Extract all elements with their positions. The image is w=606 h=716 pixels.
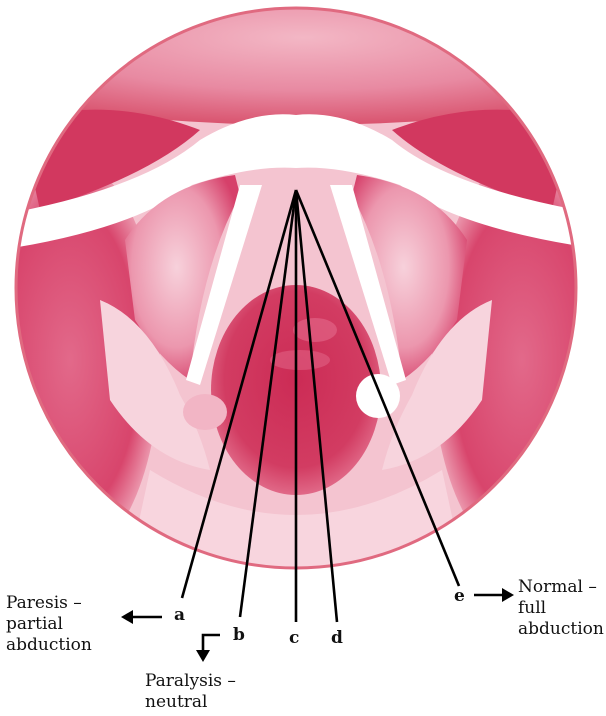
paresis-caption-2: partial — [6, 614, 63, 634]
arrow-down-icon — [196, 635, 220, 662]
label-e: e — [454, 586, 465, 606]
paresis-caption-1: Paresis – — [6, 593, 82, 613]
epiglottis — [0, 0, 606, 125]
label-d: d — [331, 628, 343, 648]
label-c: c — [289, 628, 299, 648]
normal-caption-3: abduction — [518, 619, 604, 639]
arrow-right-icon — [474, 588, 514, 602]
paralysis-caption-2: neutral — [145, 692, 208, 712]
normal-caption-2: full — [518, 598, 546, 618]
paresis-caption-3: abduction — [6, 635, 92, 655]
paralysis-caption-1: Paralysis – — [145, 671, 236, 691]
laryngeal-view — [0, 0, 606, 600]
label-b: b — [233, 625, 245, 645]
arrow-left-icon — [121, 610, 162, 624]
label-a: a — [174, 605, 185, 625]
normal-caption-1: Normal – — [518, 577, 597, 597]
